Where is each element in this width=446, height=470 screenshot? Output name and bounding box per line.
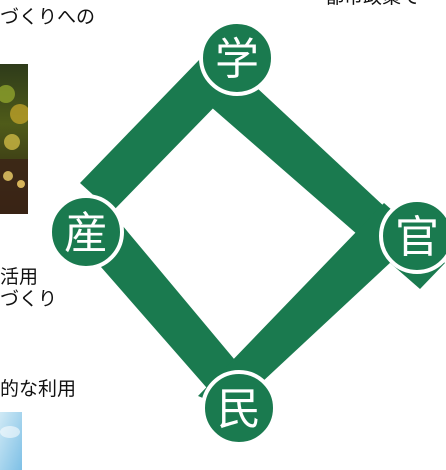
left-text-line-2: 活用	[0, 266, 39, 288]
node-bottom: 民	[201, 370, 277, 446]
left-text-line-3: づくり	[0, 288, 58, 310]
node-right: 官	[379, 198, 446, 274]
node-left-label: 産	[64, 208, 108, 259]
sky-photo	[0, 412, 22, 470]
node-left-circle	[48, 194, 124, 270]
edge-top-left	[80, 59, 228, 212]
node-right-circle	[379, 198, 446, 274]
node-top-label: 学	[215, 34, 259, 85]
node-top-circle	[199, 20, 275, 96]
left-text-line-1: づくりへの	[0, 6, 96, 28]
node-right-label: 官	[395, 212, 439, 263]
event-photo	[0, 64, 28, 214]
right-text-line-1: 都市政策で	[325, 0, 420, 8]
left-text-line-4: 的な利用	[0, 378, 77, 400]
edge-left-bottom	[80, 213, 265, 411]
node-bottom-circle	[201, 370, 277, 446]
edge-bottom-right	[198, 203, 420, 410]
node-left: 産	[48, 194, 124, 270]
node-top: 学	[199, 20, 275, 96]
node-bottom-label: 民	[217, 384, 261, 435]
